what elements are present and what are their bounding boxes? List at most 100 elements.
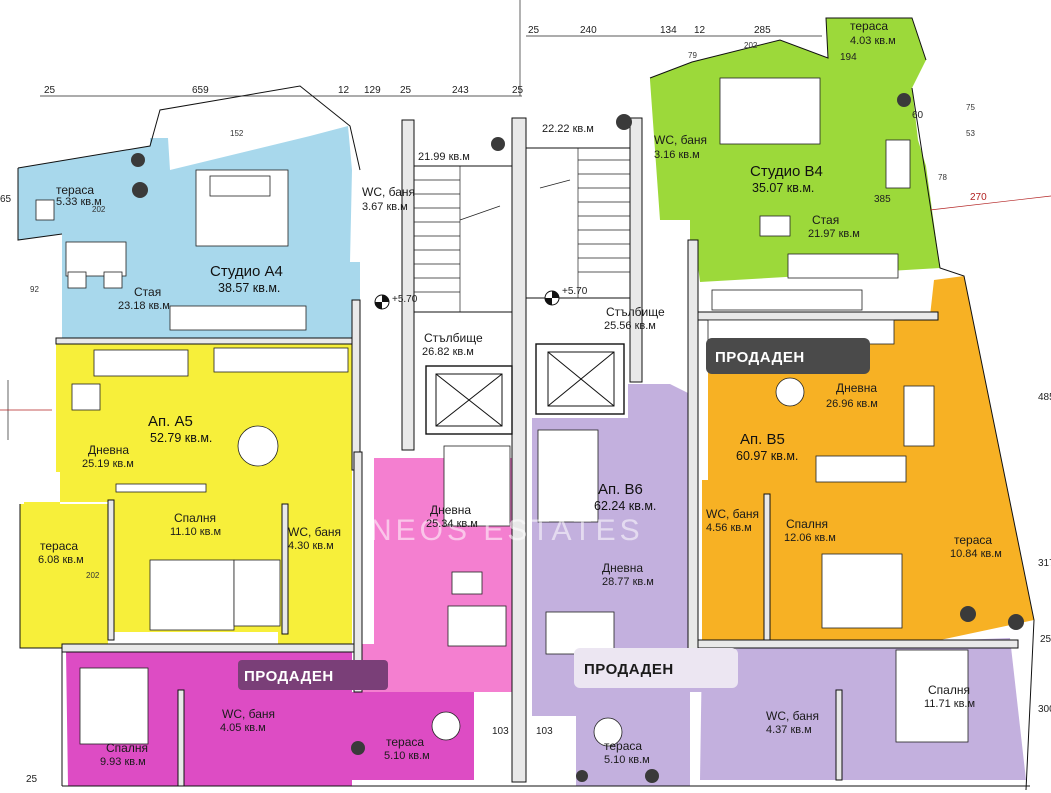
room-area-b4-bath: 3.16 кв.м	[654, 149, 700, 161]
room-area-a5-terrace: 6.08 кв.м	[38, 554, 84, 566]
room-name-a5-bath: WC, баня	[288, 525, 341, 539]
stair-a	[413, 165, 513, 313]
sold-badge-b6-text: ПРОДАДЕН	[584, 661, 674, 678]
pillow-a4	[209, 175, 271, 197]
ap-b-bottom-fill[interactable]	[700, 638, 1026, 780]
plant-icon	[491, 137, 505, 151]
dim-top-left-1: 659	[192, 85, 209, 96]
dim-small-7: 78	[938, 173, 947, 182]
unit-area-studio-b4: 35.07 кв.м.	[752, 181, 814, 195]
plant-icon	[645, 769, 659, 783]
room-area-b-bottom-bath: 4.37 кв.м	[766, 724, 812, 736]
unit-area-studio-a4: 38.57 кв.м.	[218, 281, 280, 295]
wall-a6-bath	[177, 689, 185, 787]
terrace-table-b6	[593, 717, 623, 747]
room-name-a4-room: Стая	[134, 285, 161, 299]
room-name-b5-bedroom: Спалня	[786, 517, 828, 531]
unit-name-ap-a5: Ап. А5	[148, 413, 193, 430]
room-name-b5-living: Дневна	[836, 381, 877, 395]
room-area-stair-b: 22.22 кв.м	[542, 123, 594, 135]
dim-small-2: 79	[688, 51, 697, 60]
furniture	[35, 77, 969, 747]
dimension-lines	[0, 0, 1051, 440]
sold-badge-b5-text: ПРОДАДЕН	[715, 349, 805, 366]
sold-badge-b5: ПРОДАДЕН	[706, 338, 870, 374]
bed-a6	[79, 667, 149, 745]
wall-a4-a5	[55, 337, 361, 345]
dim-small-4: 194	[840, 52, 857, 63]
unit-area-ap-b6: 62.24 кв.м.	[594, 499, 656, 513]
room-name-a6-bath: WC, баня	[222, 707, 275, 721]
terrace-chair-a4	[35, 199, 55, 221]
room-area-a6-bedroom: 9.93 кв.м	[100, 756, 146, 768]
room-area-b5-bedroom: 12.06 кв.м	[784, 532, 836, 544]
bed-b4	[719, 77, 821, 145]
unit-name-studio-b4: Студио В4	[750, 163, 823, 180]
dim-top-left-2: 12	[338, 85, 350, 96]
dim-top-right-1: 240	[580, 25, 597, 36]
room-name-b6-terrace: тераса	[604, 739, 642, 753]
dim-top-right-2: 134	[660, 25, 677, 36]
room-area-a4-terrace: 5.33 кв.м	[56, 196, 102, 208]
dim-right-1: 485	[1038, 392, 1051, 403]
unit-labels: Студио А4 38.57 кв.м. Ап. А5 52.79 кв.м.…	[148, 163, 823, 513]
room-area-b-bottom-bedroom: 11.71 кв.м	[924, 698, 975, 710]
dining-table-a5	[237, 425, 279, 467]
room-area-b4-terrace: 4.03 кв.м	[850, 35, 896, 47]
sold-badge-b6: ПРОДАДЕН	[574, 648, 738, 688]
sofa-a6	[447, 605, 507, 647]
plant-icon	[576, 770, 588, 782]
room-area-a5-bath: 4.30 кв.м	[288, 540, 334, 552]
table-b4	[759, 215, 791, 237]
unit-name-ap-b6: Ап. В6	[598, 481, 643, 498]
stair-a-left-wall	[401, 119, 415, 451]
dim-top-right-4: 285	[754, 25, 771, 36]
unit-area-ap-b5: 60.97 кв.м.	[736, 449, 798, 463]
wall-a5-core	[351, 299, 361, 471]
room-name-a6-terrace: тераса	[386, 735, 424, 749]
dim-small-3: 202	[744, 41, 758, 50]
desk-a4	[65, 241, 127, 277]
unit-area-ap-a5: 52.79 кв.м.	[150, 431, 212, 445]
bed-b5	[821, 553, 903, 629]
dim-small-1: 202	[92, 205, 106, 214]
wardrobe-a5	[233, 559, 281, 627]
dim-left-0: 65	[0, 194, 12, 205]
dim-top-left-3: 129	[364, 85, 381, 96]
plants	[131, 93, 1024, 783]
outline-b-top	[649, 17, 927, 79]
dim-right-3: 25	[1040, 634, 1051, 645]
ap-a6-bottom-fill[interactable]	[66, 650, 474, 786]
ap-a5-terrace-fill[interactable]	[20, 504, 108, 648]
room-name-b-bottom-bedroom: Спалня	[928, 683, 970, 697]
outline-a-left-lower	[19, 504, 63, 786]
plant-icon	[351, 741, 365, 755]
table-a6	[451, 571, 483, 595]
room-name-b5-terrace: тераса	[954, 533, 992, 547]
level-marker-b: +5.70	[544, 286, 588, 306]
bed-b-bottom	[895, 649, 969, 743]
table-b5	[775, 377, 805, 407]
room-name-a5-living: Дневна	[88, 443, 129, 457]
plant-icon	[131, 153, 145, 167]
level-label-b: +5.70	[562, 286, 588, 297]
elevator-a	[425, 365, 513, 435]
kitchen-a5	[213, 347, 349, 373]
wall-b-core	[687, 239, 699, 657]
room-area-a5-bedroom: 11.10 кв.м	[170, 526, 221, 538]
kitchen-a4	[169, 305, 307, 331]
wall-b5-bath	[763, 493, 771, 641]
dim-small-5: 60	[912, 110, 924, 121]
room-area-stairwell-a: 26.82 кв.м	[422, 346, 474, 358]
dim-top-left-5: 243	[452, 85, 469, 96]
dim-labels: 25 659 12 129 25 243 25 25 240 134 12 28…	[0, 25, 1051, 785]
bed-a5	[149, 559, 235, 631]
room-area-a4-bath: 3.67 кв.м	[362, 201, 408, 213]
room-area-b6-terrace: 5.10 кв.м	[604, 754, 650, 766]
tv-unit-a5	[115, 483, 207, 493]
room-area-a5-living: 25.19 кв.м	[82, 458, 134, 470]
outline-a-top	[17, 85, 361, 171]
armchair-b5	[903, 385, 935, 447]
sold-badge-a6-text: ПРОДАДЕН	[244, 668, 334, 685]
